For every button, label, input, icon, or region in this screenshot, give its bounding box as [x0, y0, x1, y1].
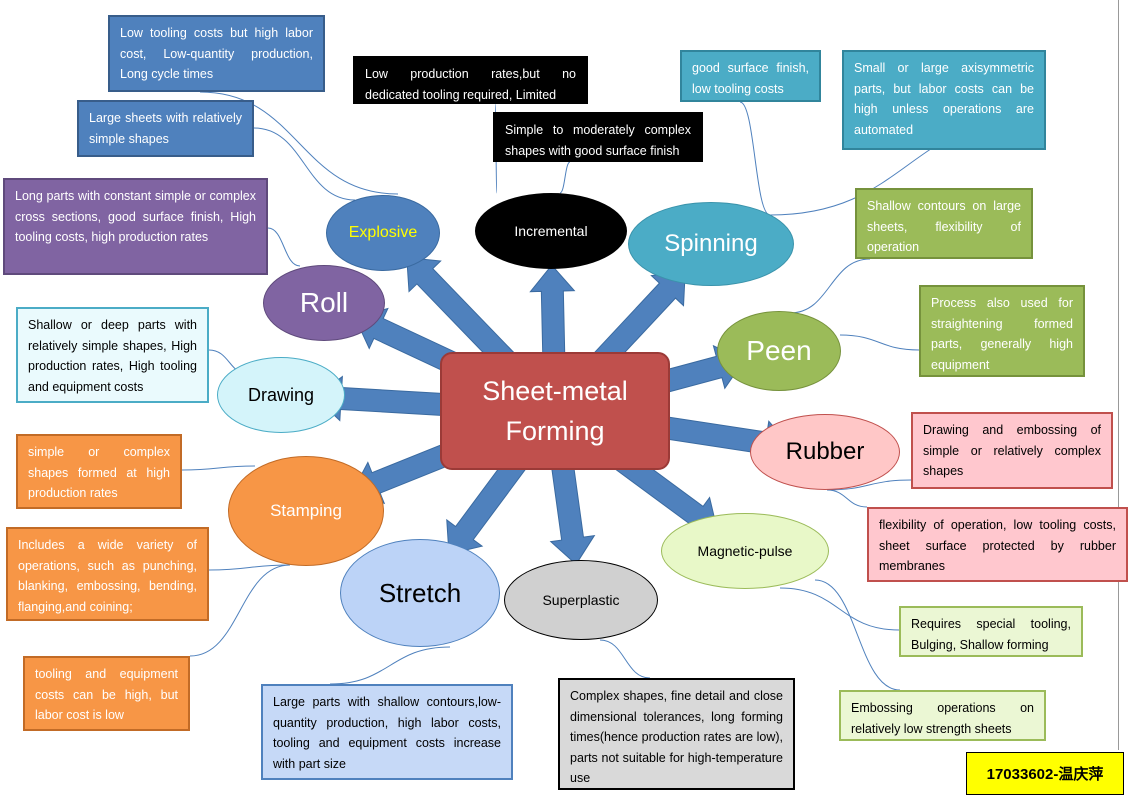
note-box-peen-1: Shallow contours on large sheets, flexib… [855, 188, 1033, 259]
connector-line [826, 489, 868, 508]
node-magnetic-pulse[interactable]: Magnetic-pulse [661, 513, 829, 589]
author-id: 17033602-温庆萍 [986, 766, 1104, 783]
node-spinning[interactable]: Spinning [628, 202, 794, 286]
connector-line [739, 101, 771, 216]
note-box-stamping-1: simple or complex shapes formed at high … [16, 434, 182, 509]
node-label: Stamping [270, 501, 342, 520]
note-box-peen-2: Process also used for straightening form… [919, 285, 1085, 377]
node-label: Drawing [247, 384, 315, 405]
connector-line [199, 91, 399, 195]
connector-line [329, 646, 451, 685]
note-box-spinning-2: Small or large axisymmetric parts, but l… [842, 50, 1046, 150]
arrow-to-superplastic [549, 458, 596, 566]
note-box-magnetic-pulse-1: Requires special tooling, Bulging, Shall… [899, 606, 1083, 657]
node-roll[interactable]: Roll [263, 265, 385, 341]
node-rubber[interactable]: Rubber [750, 414, 900, 490]
node-peen[interactable]: Peen [717, 311, 841, 391]
node-label: Peen [746, 335, 812, 366]
note-box-explosive-1: Low tooling costs but high labor cost, L… [108, 15, 325, 92]
note-box-stretch-1: Large parts with shallow contours,low-qu… [261, 684, 513, 780]
note-box-drawing-1: Shallow or deep parts with relatively si… [16, 307, 209, 403]
note-box-spinning-1: good surface finish, low tooling costs [680, 50, 821, 102]
arrow-to-incremental [529, 264, 576, 362]
node-superplastic[interactable]: Superplastic [504, 560, 658, 640]
node-label: Incremental [514, 223, 588, 239]
note-box-rubber-2: flexibility of operation, low tooling co… [867, 507, 1128, 582]
node-label: Rubber [785, 438, 865, 465]
node-stamping[interactable]: Stamping [228, 456, 384, 566]
connector-line [559, 161, 571, 194]
note-box-roll-1: Long parts with constant simple or compl… [3, 178, 268, 275]
connector-line [814, 579, 901, 691]
node-label: Spinning [664, 230, 758, 257]
node-label: Magnetic-pulse [697, 543, 793, 559]
page-edge-line [1118, 0, 1119, 750]
note-box-incremental-2: Simple to moderately complex shapes with… [493, 112, 703, 162]
node-explosive[interactable]: Explosive [326, 195, 440, 271]
connector-line [181, 465, 256, 471]
connector-line [253, 127, 356, 201]
center-title-line1: Sheet-metal [482, 376, 628, 406]
connector-line [599, 639, 651, 679]
node-label: Superplastic [542, 592, 620, 608]
note-box-superplastic-1: Complex shapes, fine detail and close di… [558, 678, 795, 790]
center-title-line2: Forming [505, 416, 605, 446]
node-drawing[interactable]: Drawing [217, 357, 345, 433]
connector-line [826, 479, 912, 491]
connector-line [189, 564, 291, 657]
author-id-box: 17033602-温庆萍 [966, 752, 1124, 795]
node-label: Roll [299, 287, 349, 318]
node-label: Stretch [378, 577, 462, 608]
note-box-stamping-3: tooling and equipment costs can be high,… [23, 656, 190, 731]
connector-line [779, 587, 900, 631]
connector-line [789, 258, 871, 314]
note-box-magnetic-pulse-2: Embossing operations on relatively low s… [839, 690, 1046, 741]
note-box-explosive-2: Large sheets with relatively simple shap… [77, 100, 254, 157]
node-stretch[interactable]: Stretch [340, 539, 500, 647]
note-box-rubber-1: Drawing and embossing of simple or relat… [911, 412, 1113, 489]
node-label: Explosive [348, 224, 418, 241]
connector-line [839, 334, 920, 351]
connector-line [208, 564, 291, 571]
connector-line [267, 227, 301, 267]
note-box-incremental-1: Low production rates,but no dedicated to… [353, 56, 588, 104]
note-box-stamping-2: Includes a wide variety of operations, s… [6, 527, 209, 621]
node-incremental[interactable]: Incremental [475, 193, 627, 269]
